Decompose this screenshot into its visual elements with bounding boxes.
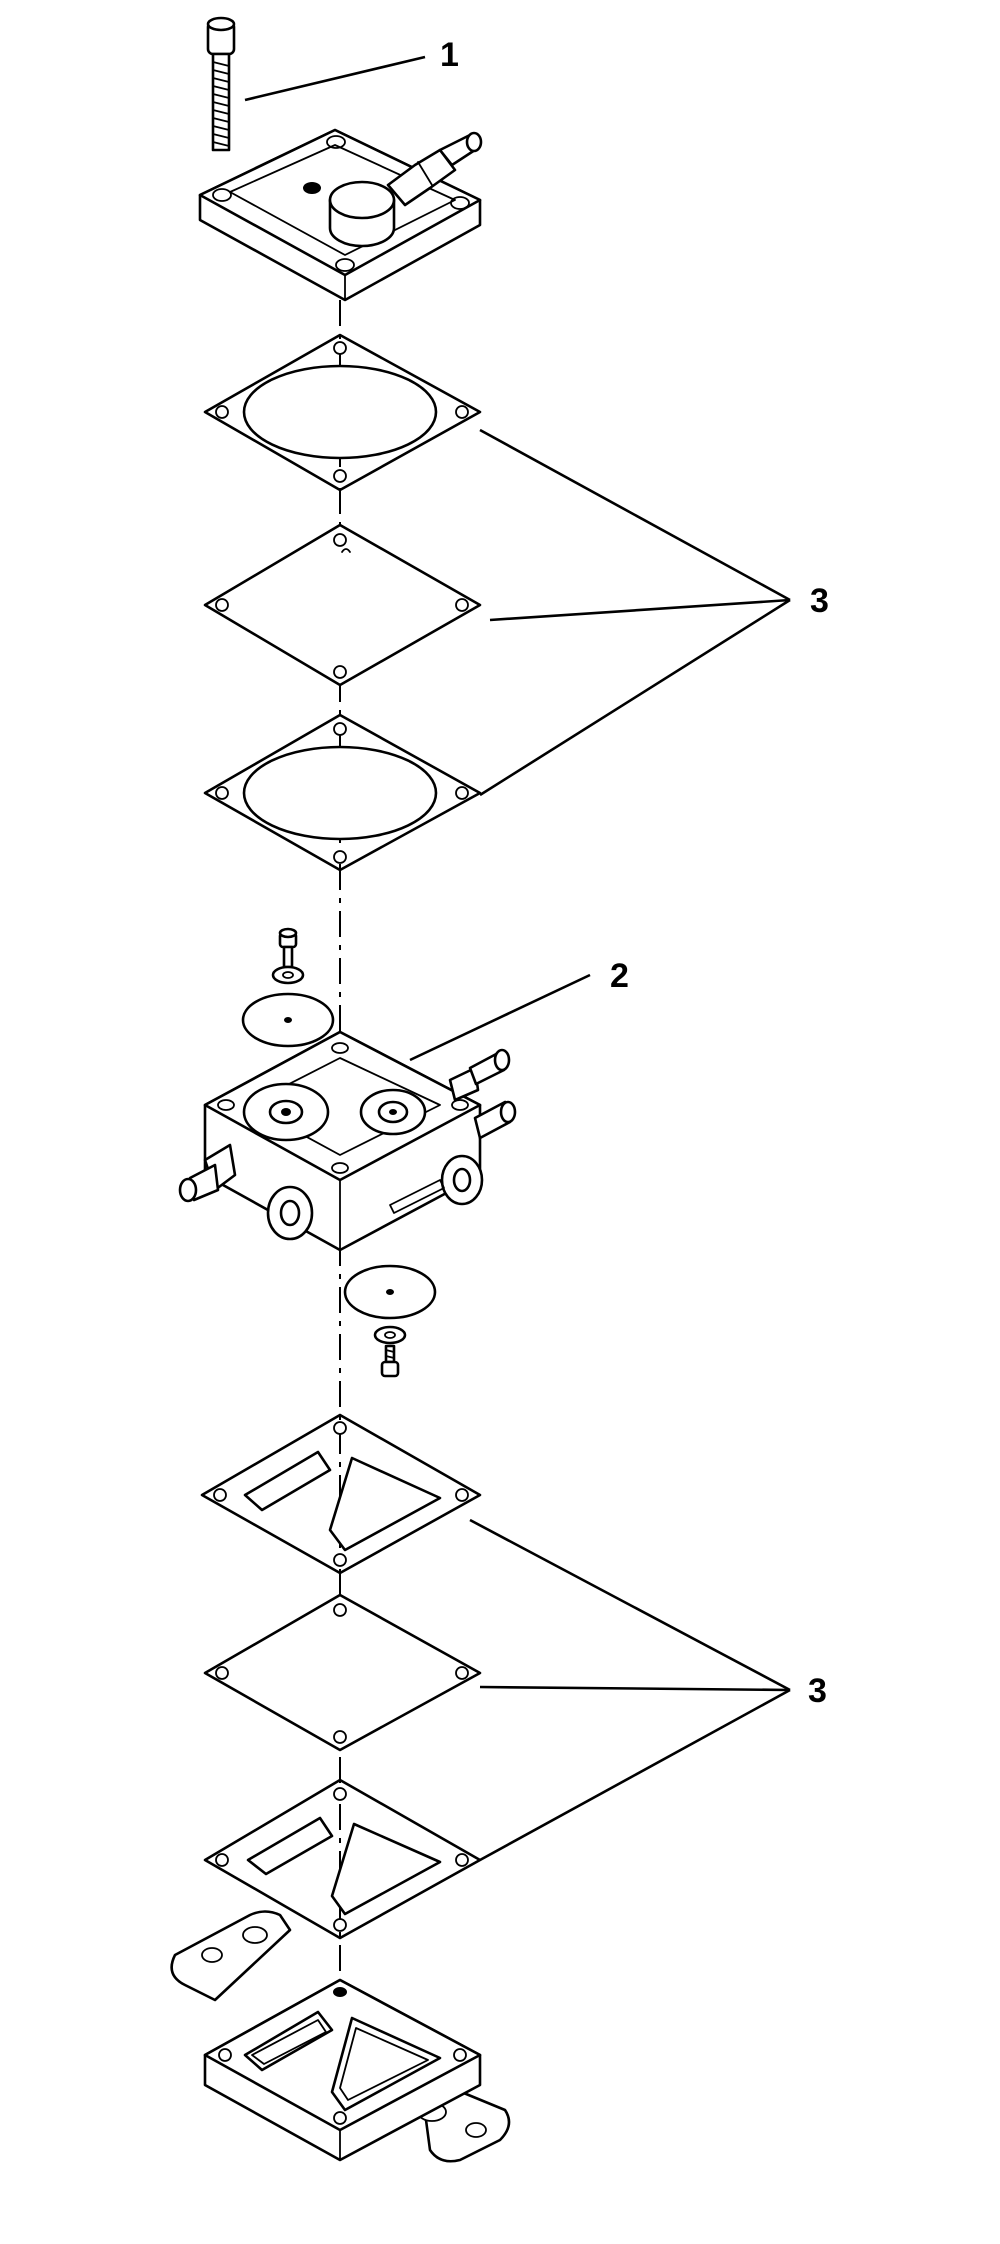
gasket-lower-2 [203, 1778, 482, 1940]
check-valve-upper [241, 927, 335, 1048]
screw [206, 16, 236, 152]
diaphragm-upper [203, 523, 482, 687]
gasket-upper-2 [203, 713, 482, 872]
callout-1: 1 [440, 36, 459, 74]
callout-2: 2 [610, 957, 629, 995]
pump-cover [198, 128, 483, 302]
callout-3-upper: 3 [810, 582, 829, 620]
check-valve-lower [343, 1264, 437, 1378]
base-plate [170, 1910, 511, 2163]
gasket-lower-1 [200, 1413, 482, 1575]
callout-3-lower: 3 [808, 1672, 827, 1710]
leader-lines [244, 55, 791, 1862]
pump-body [178, 1030, 517, 1252]
diaphragm-lower [203, 1593, 482, 1752]
gasket-upper-1 [203, 333, 482, 492]
